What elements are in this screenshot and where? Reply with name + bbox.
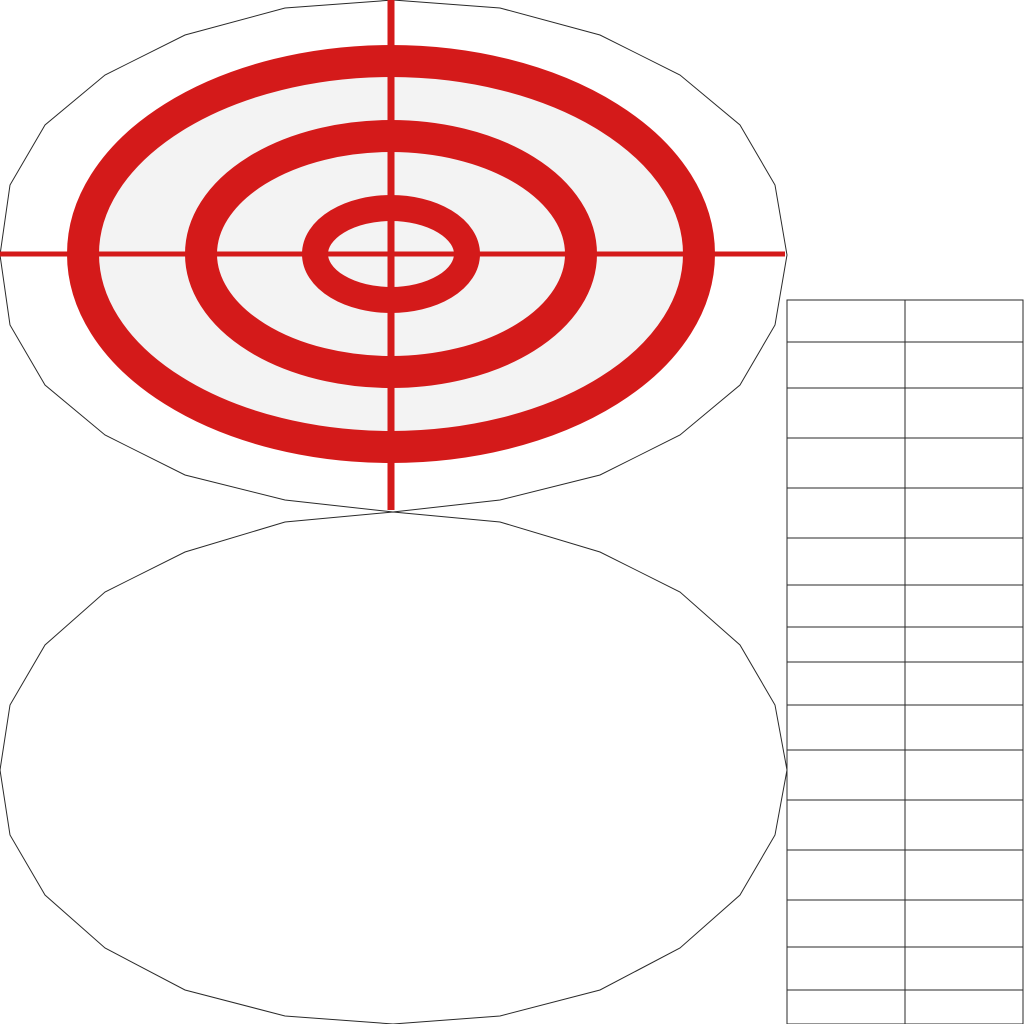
bottom-ellipse-outline	[0, 511, 788, 1024]
crosshair-target-icon	[0, 0, 785, 510]
grid-table	[786, 299, 1024, 1024]
